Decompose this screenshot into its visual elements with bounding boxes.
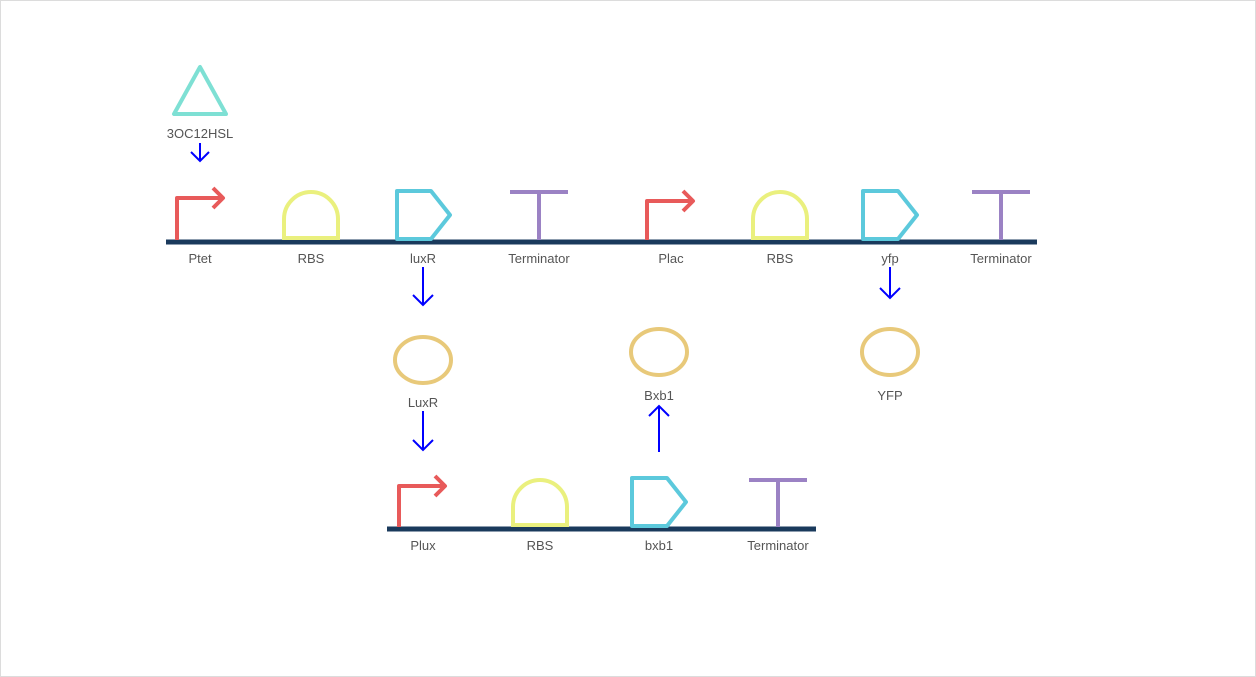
part-label: bxb1 xyxy=(645,538,673,553)
arrow-bxb1-to-protein xyxy=(648,404,670,452)
part-label: Terminator xyxy=(970,251,1032,266)
rbs-icon xyxy=(511,478,569,527)
circuit-1-part-cds-yfp[interactable]: yfp xyxy=(861,189,919,266)
protein-icon xyxy=(629,327,689,377)
protein-label: LuxR xyxy=(408,395,438,410)
cds-icon xyxy=(395,189,452,241)
circuit-1-part-rbs-1[interactable]: RBS xyxy=(282,190,340,266)
arrow-yfp-to-protein xyxy=(879,267,901,300)
part-label: yfp xyxy=(881,251,898,266)
arrow-luxr-to-plux xyxy=(412,411,434,452)
circuit-2-part-cds-bxb1[interactable]: bxb1 xyxy=(630,476,688,553)
promoter-icon xyxy=(645,189,695,240)
part-label: Plac xyxy=(658,251,684,266)
terminator-icon xyxy=(749,478,807,527)
small-molecule-label: 3OC12HSL xyxy=(167,126,233,141)
part-label: Terminator xyxy=(508,251,570,266)
rbs-icon xyxy=(282,190,340,240)
circuit-1-part-rbs-2[interactable]: RBS xyxy=(751,190,809,266)
circuit-1-part-promoter-ptet[interactable]: Ptet xyxy=(175,186,225,266)
protein-yfp[interactable]: YFP xyxy=(860,327,920,403)
part-label: Ptet xyxy=(188,251,212,266)
circuit-1-part-terminator-2[interactable]: Terminator xyxy=(970,190,1032,266)
circuit-2-part-terminator[interactable]: Terminator xyxy=(747,478,809,553)
cds-icon xyxy=(861,189,919,241)
protein-label: Bxb1 xyxy=(644,388,674,403)
promoter-icon xyxy=(175,186,225,240)
terminator-icon xyxy=(510,190,568,240)
promoter-icon xyxy=(397,474,447,527)
protein-luxr[interactable]: LuxR xyxy=(393,335,453,410)
part-label: RBS xyxy=(767,251,794,266)
triangle-icon xyxy=(172,65,228,116)
cds-icon xyxy=(630,476,688,528)
part-label: RBS xyxy=(298,251,325,266)
part-label: RBS xyxy=(527,538,554,553)
protein-icon xyxy=(860,327,920,377)
terminator-icon xyxy=(972,190,1030,240)
rbs-icon xyxy=(751,190,809,240)
part-label: Plux xyxy=(410,538,436,553)
circuit-1-part-terminator-1[interactable]: Terminator xyxy=(508,190,570,266)
circuit-1-part-cds-luxr[interactable]: luxR xyxy=(395,189,452,266)
protein-label: YFP xyxy=(877,388,902,403)
circuit-2-part-rbs[interactable]: RBS xyxy=(511,478,569,553)
arrow-smallmolecule-to-ptet xyxy=(190,143,210,163)
protein-icon xyxy=(393,335,453,385)
arrow-luxr-to-protein xyxy=(412,267,434,307)
small-molecule[interactable]: 3OC12HSL xyxy=(167,65,233,141)
circuit-2-part-promoter-plux[interactable]: Plux xyxy=(397,474,447,553)
circuit-1-part-promoter-plac[interactable]: Plac xyxy=(645,189,695,266)
protein-bxb1[interactable]: Bxb1 xyxy=(629,327,689,403)
part-label: luxR xyxy=(410,251,436,266)
part-label: Terminator xyxy=(747,538,809,553)
